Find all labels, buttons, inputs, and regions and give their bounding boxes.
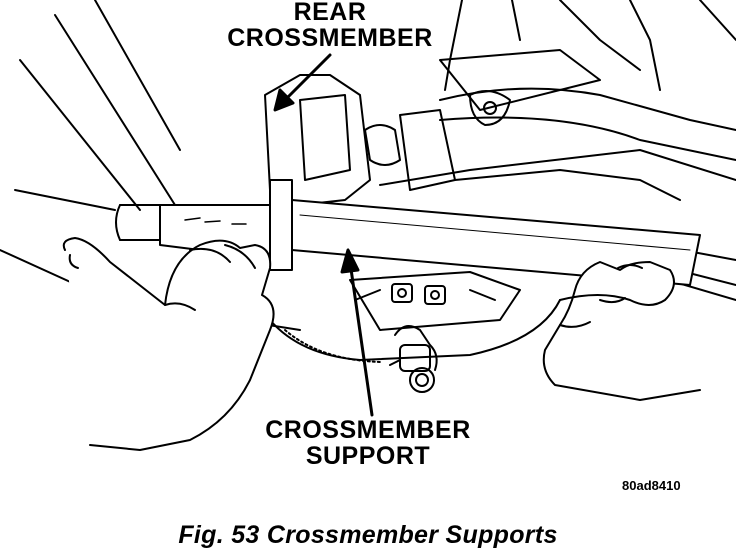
figure-code: 80ad8410 [622, 478, 681, 493]
harness-connector [389, 325, 438, 393]
crossmember-support-label: CROSSMEMBER SUPPORT [238, 416, 498, 470]
rear-crossmember-label-line2: CROSSMEMBER [227, 23, 433, 52]
transmission-housing [269, 271, 561, 363]
rear-crossmember-label-line1: REAR [293, 0, 367, 26]
crossmember-support-label-line1: CROSSMEMBER [265, 416, 471, 444]
rear-crossmember-arrow [281, 53, 332, 104]
left-hand [62, 237, 275, 451]
rear-crossmember-arrowhead [273, 88, 295, 112]
rear-crossmember [264, 49, 681, 206]
rear-crossmember-label: REAR CROSSMEMBER [210, 0, 450, 51]
right-hand [542, 261, 701, 401]
support-arrowhead [340, 248, 360, 274]
figure-caption: Fig. 53 Crossmember Supports [178, 521, 558, 549]
crossmember-support-label-line2: SUPPORT [305, 441, 431, 470]
support-arrow [348, 260, 374, 417]
callout-arrows [273, 53, 374, 417]
